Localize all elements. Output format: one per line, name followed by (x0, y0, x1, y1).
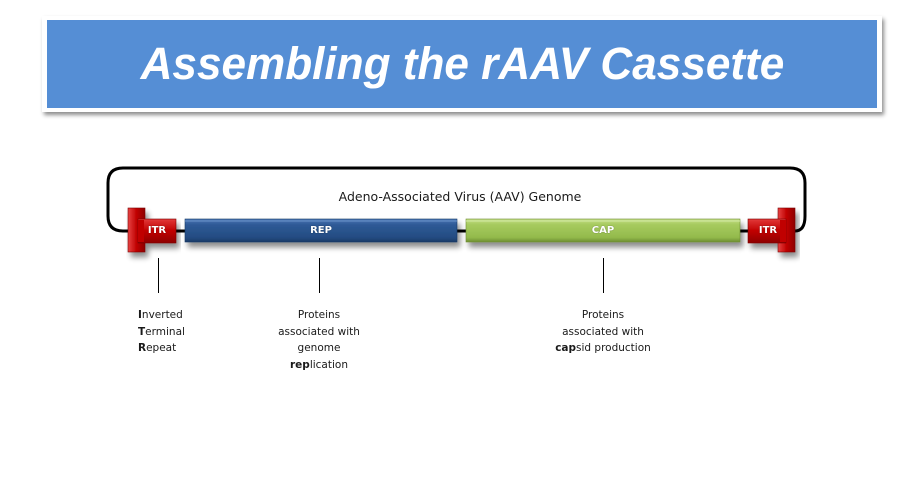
annotation-line: Inverted (138, 309, 183, 321)
itr-annotation: Inverted Terminal Repeat (138, 307, 185, 357)
title-banner: Assembling the rAAV Cassette (47, 20, 877, 108)
itr-right-block (747, 207, 796, 253)
rep-block (184, 218, 458, 243)
annotation-line: Proteins (297, 309, 341, 321)
title-banner-frame: Assembling the rAAV Cassette (42, 16, 882, 112)
annotation-line: Terminal (138, 325, 185, 338)
annotation-line: Proteins (581, 309, 625, 321)
cap-annotation: Proteins associated with capsid producti… (543, 307, 663, 357)
annotation-line: genome (297, 342, 341, 354)
annotation-line: Repeat (138, 342, 177, 354)
cap-label: CAP (591, 225, 615, 236)
rep-annotation: Proteins associated with genome replicat… (262, 307, 376, 373)
annotation-line: associated with (278, 325, 360, 338)
itr-right-label: ITR (758, 225, 778, 236)
genome-label: Adeno-Associated Virus (AAV) Genome (338, 189, 582, 204)
itr-left-block (127, 207, 177, 253)
rep-label: REP (310, 225, 332, 236)
annotation-line: replication (290, 358, 348, 371)
page-title: Assembling the rAAV Cassette (140, 38, 784, 89)
annotation-line: capsid production (555, 342, 651, 354)
annotation-line: associated with (562, 325, 644, 338)
cap-block (465, 218, 741, 243)
genome-loop-line (106, 166, 807, 233)
itr-left-label: ITR (147, 225, 167, 236)
